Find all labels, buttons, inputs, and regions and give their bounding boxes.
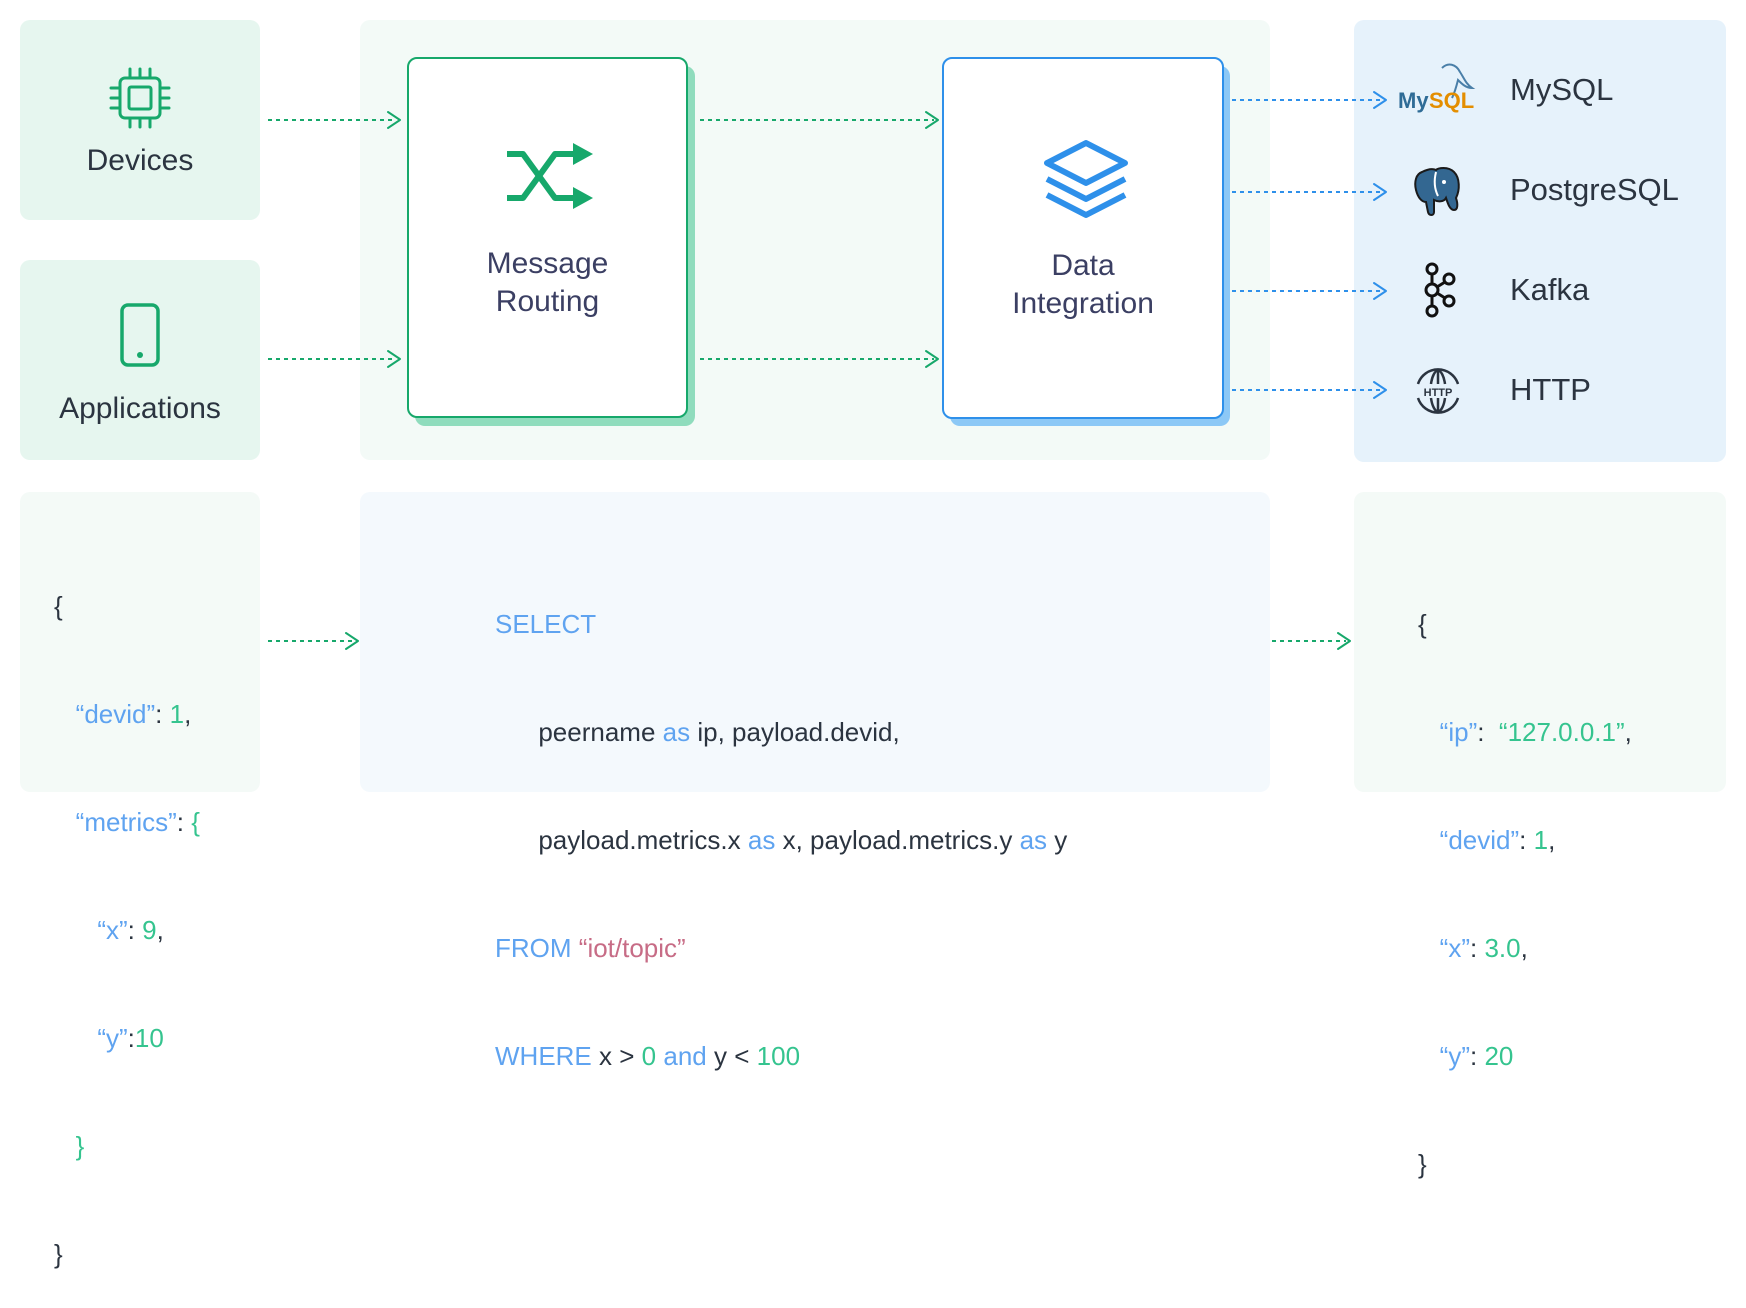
message-routing-card: Message Routing — [407, 57, 688, 418]
output-y-key: “y” — [1439, 1041, 1470, 1071]
input-x-value: 9 — [142, 915, 157, 945]
output-y-value: 20 — [1484, 1041, 1514, 1071]
sql-line3-mid: x, payload.metrics.y — [782, 825, 1013, 855]
input-json-code: { “devid”: 1, “metrics”: { “x”: 9, “y”:1… — [54, 591, 200, 1269]
sql-as-3: as — [1019, 825, 1048, 855]
mysql-logo-icon: My SQL — [1396, 58, 1476, 119]
output-devid-value: 1 — [1533, 825, 1549, 855]
applications-label: Applications — [59, 392, 221, 425]
output-json-close: } — [1418, 1149, 1427, 1179]
sql-panel — [360, 492, 1270, 792]
routing-title-line1: Message — [486, 247, 609, 280]
sinks-panel — [1354, 20, 1726, 462]
sql-as-1: as — [662, 717, 691, 747]
output-x-value: 3.0 — [1484, 933, 1521, 963]
output-json-code: { “ip”: “127.0.0.1”, “devid”: 1, “x”: 3.… — [1418, 609, 1632, 1179]
sink-label-mysql: MySQL — [1510, 72, 1614, 107]
input-y-key: “y” — [97, 1023, 128, 1053]
input-metrics-close: } — [75, 1131, 85, 1161]
kafka-logo-icon — [1418, 262, 1458, 323]
sql-line3-end: y — [1054, 825, 1068, 855]
layers-icon — [1043, 139, 1129, 224]
input-devid-value: 1 — [169, 699, 185, 729]
input-json-panel — [20, 492, 260, 792]
input-y-value: 10 — [134, 1023, 164, 1053]
postgresql-elephant-icon — [1412, 166, 1462, 223]
input-devid-key: “devid” — [75, 699, 156, 729]
output-ip-key: “ip” — [1439, 717, 1478, 747]
routing-title-line2: Routing — [495, 285, 600, 318]
sql-where-x: x > — [599, 1041, 635, 1071]
input-x-key: “x” — [97, 915, 128, 945]
sql-rule-code: SELECT peername as ip, payload.devid, pa… — [495, 534, 1067, 1110]
sql-and-keyword: and — [663, 1041, 707, 1071]
shuffle-icon — [505, 141, 595, 216]
svg-text:HTTP: HTTP — [1424, 387, 1453, 399]
svg-text:My: My — [1398, 88, 1429, 113]
sink-label-postgresql: PostgreSQL — [1510, 172, 1679, 207]
sql-hundred: 100 — [756, 1041, 801, 1071]
chip-icon — [108, 66, 172, 135]
svg-text:SQL: SQL — [1429, 88, 1474, 113]
sql-zero: 0 — [641, 1041, 657, 1071]
output-json-panel — [1354, 492, 1726, 792]
devices-label: Devices — [86, 144, 194, 177]
data-integration-title: Data Integration — [944, 247, 1222, 323]
sql-line2-rest: ip, payload.devid, — [697, 717, 900, 747]
output-x-key: “x” — [1439, 933, 1470, 963]
applications-panel — [20, 260, 260, 460]
data-integration-card: Data Integration — [942, 57, 1224, 419]
flow-arrows — [268, 91, 1387, 650]
integration-title-line1: Data — [1051, 249, 1115, 282]
sql-from-keyword: FROM — [495, 933, 572, 963]
integration-title-line2: Integration — [1012, 287, 1154, 320]
input-json-open: { — [54, 591, 63, 621]
output-devid-key: “devid” — [1439, 825, 1520, 855]
smartphone-icon — [118, 302, 162, 373]
message-routing-title: Message Routing — [409, 245, 686, 321]
sql-metrics-x: payload.metrics.x — [538, 825, 741, 855]
sql-where-keyword: WHERE — [495, 1041, 592, 1071]
output-ip-value: “127.0.0.1” — [1498, 717, 1625, 747]
sql-select-keyword: SELECT — [495, 609, 597, 639]
sql-as-2: as — [747, 825, 776, 855]
sink-label-kafka: Kafka — [1510, 272, 1590, 307]
input-json-close: } — [54, 1239, 63, 1269]
output-json-open: { — [1418, 609, 1427, 639]
http-globe-icon: HTTP — [1414, 368, 1462, 419]
sql-topic-string: “iot/topic” — [578, 933, 686, 963]
sql-peername: peername — [538, 717, 656, 747]
sink-label-http: HTTP — [1510, 372, 1591, 407]
sql-where-y: y < — [714, 1041, 750, 1071]
